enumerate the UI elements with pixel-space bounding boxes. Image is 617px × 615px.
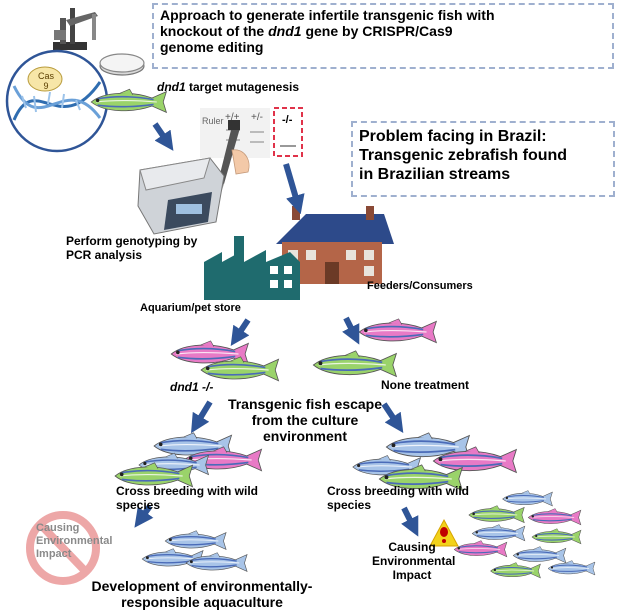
title-line-1: Approach to generate infertile transgeni… xyxy=(160,7,495,23)
arrow-icon xyxy=(134,122,419,537)
gel-wt-label: +/+ xyxy=(225,112,240,123)
target-mutagenesis-label: dnd1 target mutagenesis xyxy=(157,80,300,94)
title-line-2: knockout of the dnd1 gene by CRISPR/Cas9 xyxy=(160,23,453,39)
pcr-machine-icon xyxy=(137,157,225,235)
fish-group-responsible xyxy=(141,530,248,573)
factory-icon xyxy=(204,236,300,300)
warning-icon xyxy=(429,518,459,547)
petri-dish-icon xyxy=(99,53,145,76)
cas9-label: Cas 9 xyxy=(37,71,54,91)
escape-label: Transgenic fish escape from the culture … xyxy=(227,396,383,444)
fish-group-none xyxy=(312,318,438,378)
problem-line-2: Transgenic zebrafish found xyxy=(359,147,568,164)
dna-helix-icon xyxy=(5,49,109,153)
fish-group-dnd1 xyxy=(170,340,280,382)
causing-impact-label: Causing Environmental Impact xyxy=(372,540,456,582)
cross-left-label: Cross breeding with wild species xyxy=(116,484,259,512)
cross-right-label: Cross breeding with wild species xyxy=(327,484,470,512)
lab-robot-icon xyxy=(53,8,98,50)
problem-line-1: Problem facing in Brazil: xyxy=(359,128,547,145)
development-label: Development of environmentally- responsi… xyxy=(91,578,313,610)
title-gene: dnd1 xyxy=(268,23,302,39)
gel-het-label: +/- xyxy=(251,112,263,123)
gel-ko-label: -/- xyxy=(282,114,293,126)
prohibited-icon xyxy=(26,511,100,585)
problem-line-3: in Brazilian streams xyxy=(359,166,511,183)
fish-group-wild-shoal xyxy=(453,490,596,579)
problem-box: Problem facing in Brazil: Transgenic zeb… xyxy=(351,121,615,197)
dnd1-ko-label: dnd1 -/- xyxy=(170,380,214,394)
title-line-3: genome editing xyxy=(160,39,264,55)
none-treatment-label: None treatment xyxy=(381,378,470,392)
title-box: Approach to generate infertile transgeni… xyxy=(152,3,614,69)
gel-ruler-label: Ruler xyxy=(202,116,224,126)
no-impact-label: Causing Environmental Impact xyxy=(36,522,113,560)
aquarium-label: Aquarium/pet store xyxy=(140,302,241,314)
feeders-label: Feeders/Consumers xyxy=(367,280,473,292)
genotyping-label: Perform genotyping by PCR analysis xyxy=(66,234,198,262)
